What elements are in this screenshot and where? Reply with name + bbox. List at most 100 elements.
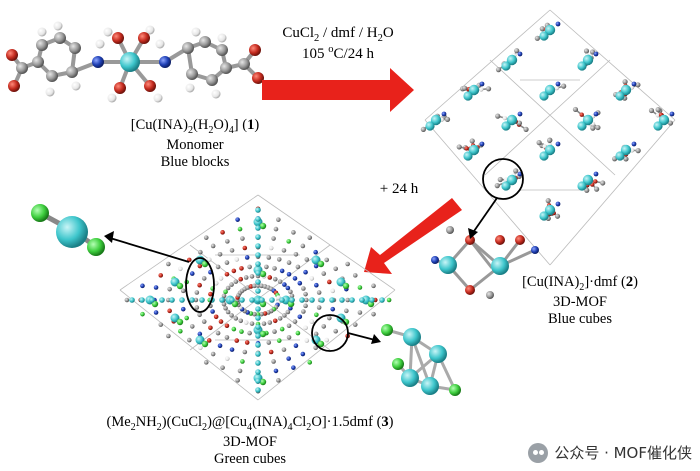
carbon-atom — [206, 74, 218, 86]
lattice-atom — [300, 351, 306, 357]
lattice-atom — [229, 248, 235, 253]
lattice-atom — [220, 230, 225, 235]
lattice-atom — [330, 288, 336, 294]
hydrogen-atom — [211, 89, 221, 99]
copper-atom — [336, 277, 346, 287]
copper-atom — [170, 313, 180, 323]
lattice-atom — [178, 328, 183, 334]
lattice-atom — [285, 309, 291, 315]
lattice-atom — [197, 331, 203, 337]
lattice-atom — [352, 273, 358, 278]
lattice-atom — [225, 239, 230, 244]
copper-atom — [544, 144, 556, 156]
lattice-atom — [203, 235, 209, 240]
compound3-label: (Me2NH2)(CuCl2)@[Cu4(INA)4Cl2O]·1.5dmf (… — [80, 414, 420, 469]
lattice-atom — [234, 338, 240, 343]
copper-atom — [539, 91, 549, 101]
lattice-atom — [313, 345, 318, 351]
compound2-formula: [Cu(INA)2]·dmf (2) — [522, 274, 638, 293]
lattice-atom — [252, 283, 257, 289]
carbon-atom — [539, 26, 545, 32]
carbon-atom — [199, 36, 211, 48]
lattice-atom — [201, 319, 207, 324]
carbon-atom — [495, 67, 502, 73]
unit-cell-edge — [484, 59, 611, 176]
lattice-atom — [286, 260, 292, 265]
lattice-atom — [309, 319, 315, 324]
lattice-atom — [235, 217, 240, 222]
lattice-atom — [307, 235, 313, 240]
copper-atom — [255, 324, 261, 330]
lattice-atom — [193, 297, 199, 303]
copper-atom — [658, 114, 670, 126]
lattice-atom — [333, 266, 338, 272]
copper-atom — [279, 297, 285, 303]
lattice-atom — [313, 249, 318, 255]
copper-atom — [506, 114, 518, 126]
lattice-atom — [215, 330, 221, 336]
linker-atom — [464, 146, 469, 151]
lattice-atom — [231, 326, 237, 332]
copper-atom — [501, 181, 511, 191]
lattice-atom — [217, 251, 223, 257]
lattice-atom — [314, 312, 319, 318]
carbon-atom — [545, 198, 551, 204]
carbon-atom — [554, 213, 561, 219]
lattice-atom — [352, 322, 358, 327]
lattice-atom — [272, 276, 278, 282]
lattice-atom — [314, 282, 319, 288]
lattice-atom — [304, 297, 309, 303]
copper-atom — [539, 211, 549, 221]
lattice-atom — [198, 249, 203, 255]
copper-atom — [582, 114, 594, 126]
lattice-atom — [259, 311, 264, 317]
lattice-atom — [244, 340, 250, 345]
lattice-atom — [153, 310, 159, 315]
copper-atom — [255, 369, 261, 375]
chlorine-atom — [201, 340, 209, 348]
lattice-atom — [262, 311, 268, 316]
lattice-atom — [234, 257, 240, 262]
lattice-atom — [238, 318, 244, 324]
chlorine-atom — [176, 318, 184, 326]
copper-atom — [577, 121, 587, 131]
lattice-atom — [316, 290, 322, 295]
copper-atom — [299, 297, 305, 303]
cucl2-molecule-inset — [31, 204, 105, 256]
compound1-type: Monomer — [166, 137, 224, 154]
copper-atom — [615, 91, 625, 101]
linker-atom — [502, 115, 508, 121]
lattice-atom — [229, 313, 234, 318]
copper-atom — [255, 378, 261, 384]
nitrogen-atom — [555, 21, 561, 27]
reaction-arrow-diagonal — [364, 198, 462, 274]
lattice-atom — [297, 314, 303, 320]
lattice-atom — [266, 255, 272, 260]
copper-atom — [430, 114, 442, 126]
lattice-atom — [281, 347, 287, 352]
unit-cell-edge — [489, 59, 616, 176]
lattice-atom — [268, 245, 274, 251]
lattice-atom — [321, 324, 327, 329]
lattice-atom — [309, 276, 315, 281]
linker-atom — [593, 179, 598, 184]
lattice-atom — [286, 271, 292, 277]
compound1-label: [Cu(INA)2(H2O)4] (1) Monomer Blue blocks — [95, 117, 295, 172]
copper-atom — [255, 315, 261, 321]
carbon-atom — [444, 116, 451, 122]
carbon-atom — [655, 107, 661, 113]
carbon-atom — [648, 107, 655, 114]
copper-atom — [255, 360, 261, 366]
copper-atom — [255, 252, 261, 258]
lattice-atom — [286, 356, 291, 361]
copper-atom — [501, 121, 511, 131]
hydrogen-atom — [107, 93, 117, 103]
lattice-atom — [264, 264, 269, 270]
compound2-label: [Cu(INA)2]·dmf (2) 3D-MOF Blue cubes — [495, 274, 665, 329]
carbon-atom — [514, 48, 520, 54]
copper-atom — [120, 52, 140, 72]
copper-atom — [577, 61, 587, 71]
oxygen-atom — [112, 32, 124, 44]
carbon-atom — [513, 168, 519, 174]
carbon-atom — [497, 176, 503, 183]
